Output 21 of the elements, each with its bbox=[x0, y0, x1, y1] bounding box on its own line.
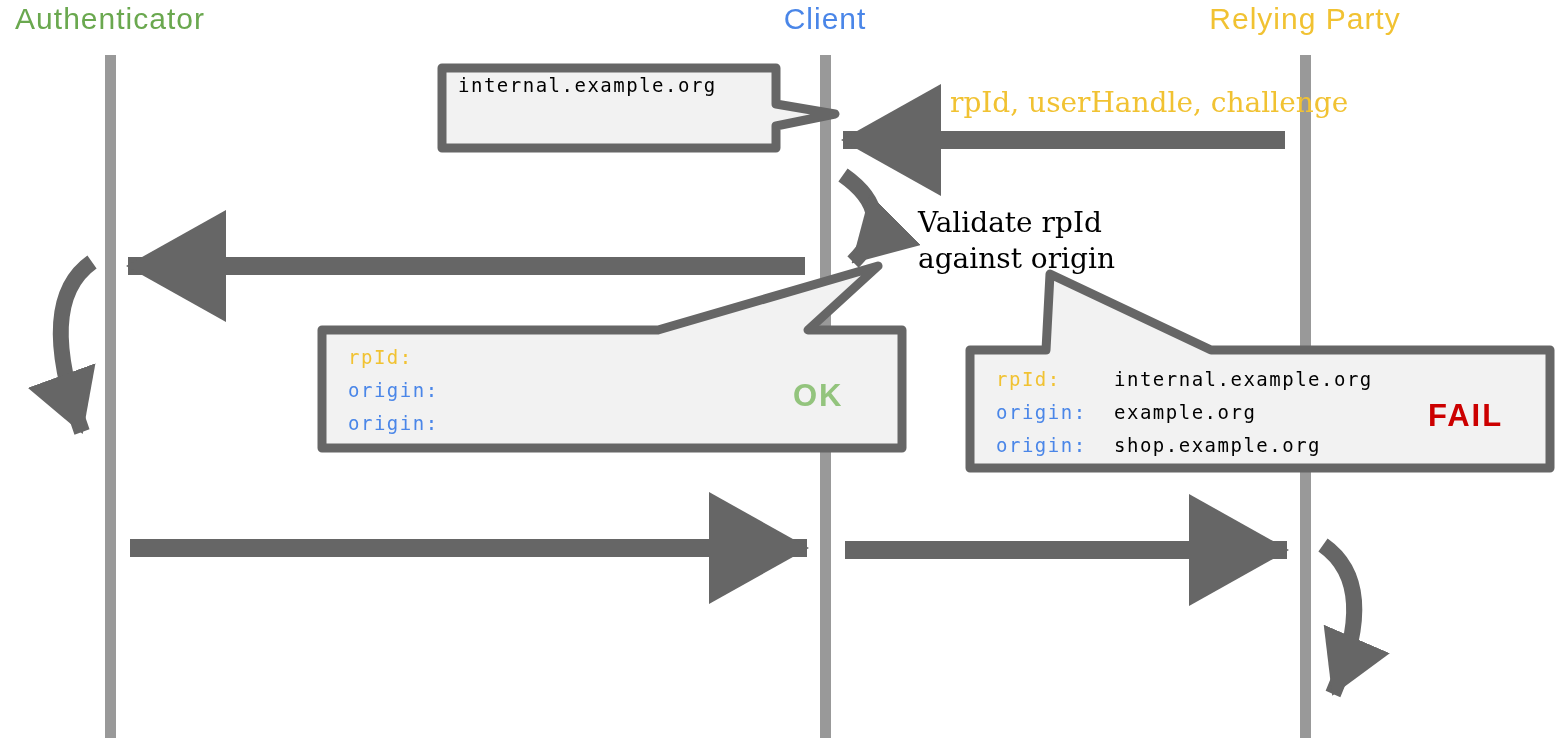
field-key: rpId: bbox=[348, 346, 466, 368]
field-key: origin: bbox=[348, 412, 466, 434]
arrow bbox=[130, 492, 809, 604]
field-key: rpId: bbox=[996, 368, 1114, 390]
field-value: shop.example.org bbox=[1114, 434, 1322, 456]
field-value: example.org bbox=[1114, 401, 1257, 423]
status-label: OK bbox=[793, 378, 844, 414]
note-text: Validate rpId against origin bbox=[918, 205, 1158, 277]
participant-label: Authenticator bbox=[14, 2, 206, 36]
code-text: internal.example.org bbox=[458, 74, 717, 96]
participant-label: Client bbox=[782, 2, 868, 36]
field-value: internal.example.org bbox=[1114, 368, 1373, 390]
status-label: FAIL bbox=[1428, 398, 1504, 434]
field-key: origin: bbox=[996, 434, 1114, 456]
edge-label: rpId, userHandle, challenge bbox=[950, 86, 1349, 119]
field-key: origin: bbox=[996, 401, 1114, 423]
arrow bbox=[126, 210, 805, 322]
field-key: origin: bbox=[348, 379, 466, 401]
participant-label: Relying Party bbox=[1208, 2, 1402, 36]
arrow bbox=[841, 84, 1285, 196]
arrow bbox=[845, 494, 1289, 606]
